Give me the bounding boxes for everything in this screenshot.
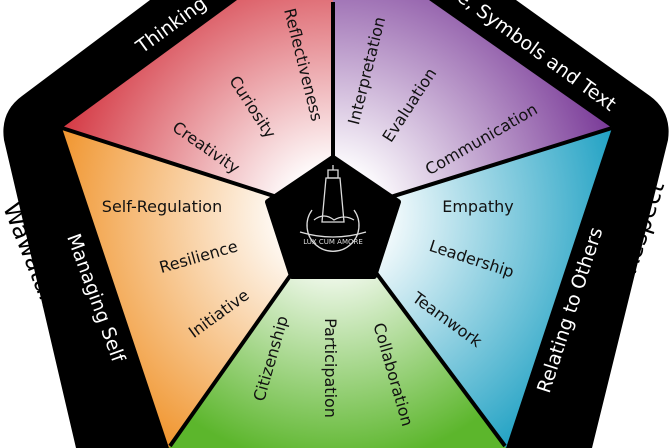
- sector-thinking: [62, 0, 333, 215]
- center-pentagon: [265, 155, 401, 279]
- sector-participating: [169, 215, 506, 448]
- label-self-regulation: Self-Regulation: [102, 197, 222, 216]
- sector-relating: [333, 128, 612, 448]
- label-participation: Participation: [321, 318, 340, 418]
- lighthouse-logo: LUX CUM AMORE: [299, 165, 367, 252]
- label-empathy: Empathy: [442, 197, 514, 216]
- sector-managing: [62, 128, 333, 448]
- sector-language: [333, 0, 612, 215]
- logo-motto: LUX CUM AMORE: [303, 238, 363, 246]
